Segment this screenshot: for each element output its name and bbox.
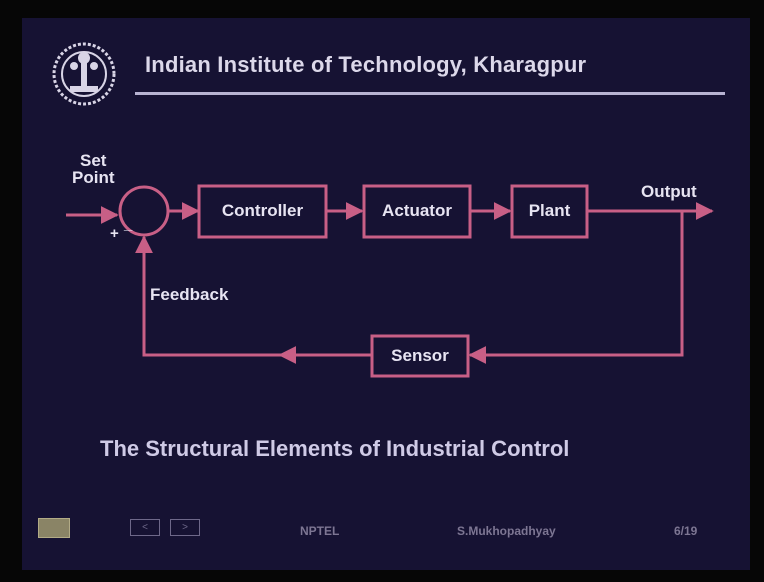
output-label: Output [641, 182, 697, 201]
plus-sign: + [110, 225, 119, 242]
page-number: 6/19 [674, 524, 698, 538]
slide-caption: The Structural Elements of Industrial Co… [100, 436, 570, 461]
actuator-label: Actuator [382, 201, 452, 220]
minus-sign: _ [124, 216, 133, 233]
sensor-label: Sensor [391, 346, 449, 365]
controller-label: Controller [221, 201, 304, 220]
plant-label: Plant [528, 201, 571, 220]
feedback-right-line [468, 211, 684, 364]
prev-button[interactable]: < [130, 519, 160, 536]
nptel-label: NPTEL [300, 524, 340, 538]
set-point-label-2: Point [72, 168, 115, 187]
next-button[interactable]: > [170, 519, 200, 536]
author-label: S.Mukhopadhyay [457, 524, 556, 538]
feedback-line [135, 235, 282, 357]
iit-logo-icon [52, 42, 116, 106]
set-point-label-1: Set [80, 151, 107, 170]
institute-title: Indian Institute of Technology, Kharagpu… [145, 52, 587, 77]
emblem-icon [38, 518, 70, 538]
header-rule [135, 92, 725, 95]
feedback-label: Feedback [150, 285, 229, 304]
